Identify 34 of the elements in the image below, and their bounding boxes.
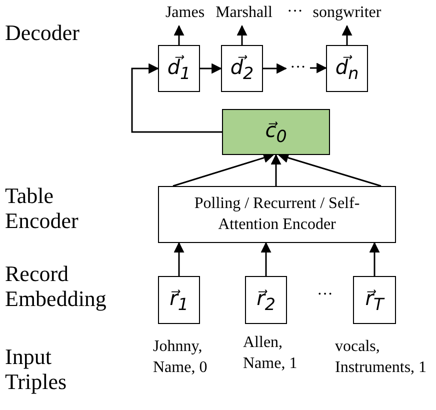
vector-box: r⃗$_{1}$: [158, 276, 200, 324]
arrow: [174, 242, 184, 276]
arrow: [131, 63, 222, 133]
context-vector-box: c⃗$_{0}$: [222, 109, 330, 155]
output-word: Marshall: [208, 2, 280, 24]
vector-box: d⃗$_{1}$: [158, 45, 200, 92]
row-label: Record Embedding: [5, 261, 108, 312]
vector-box: r⃗$_{T}$: [353, 276, 396, 324]
arrow: [310, 62, 328, 74]
triple-text: vocals, Instruments, 1: [335, 337, 427, 378]
row-label: Input Triples: [5, 344, 68, 395]
row-label: Decoder: [5, 20, 81, 46]
arrow: [174, 24, 184, 45]
arrow: [236, 24, 248, 45]
ellipsis: ···: [286, 2, 304, 22]
triple-text: Johnny, Name, 0: [153, 337, 208, 378]
output-word: songwriter: [305, 2, 389, 24]
ellipsis: ···: [286, 58, 310, 78]
triple-text: Allen, Name, 1: [243, 333, 298, 374]
arrow: [260, 242, 272, 276]
ellipsis: ···: [316, 285, 334, 305]
arrow: [270, 154, 282, 186]
arrow: [369, 242, 380, 276]
arrow: [263, 63, 288, 74]
vector-box: r⃗$_{2}$: [245, 276, 287, 324]
arrow: [342, 24, 352, 45]
encoder-box: Polling / Recurrent / Self-Attention Encoder: [158, 186, 396, 243]
vector-box: d⃗$_{2}$: [221, 45, 263, 92]
vector-box: d⃗$_{n}$: [326, 45, 368, 92]
row-label: Table Encoder: [5, 183, 80, 234]
arrow: [172, 152, 274, 187]
output-word: James: [163, 2, 207, 24]
arrow: [278, 152, 382, 187]
arrow: [200, 63, 222, 74]
